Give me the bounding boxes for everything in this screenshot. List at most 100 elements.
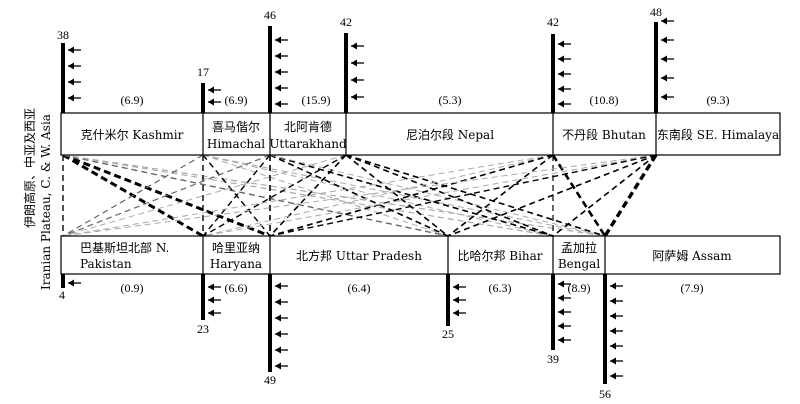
arrow-mark: [275, 346, 281, 354]
connection-line: [345, 154, 449, 237]
bottom-row-frame: [60, 235, 781, 275]
count-bars: [61, 17, 674, 384]
count-se-himalaya: 48: [650, 5, 662, 19]
arrow-mark: [275, 68, 281, 76]
ratio-uttar-pradesh: (6.4): [348, 281, 371, 295]
connection-line: [603, 154, 658, 237]
arrow-mark: [558, 336, 564, 344]
arrow-mark: [610, 327, 616, 335]
arrow-mark: [558, 55, 564, 63]
connection-lines: [62, 153, 658, 238]
arrow-mark: [275, 36, 281, 44]
connection-line: [202, 154, 449, 237]
arrow-mark: [208, 309, 214, 317]
region-haryana-label-en: Haryana: [210, 257, 262, 271]
ratio-se-himalaya: (9.3): [707, 93, 730, 107]
ratio-uttarakhand: (15.9): [302, 93, 331, 107]
arrow-mark: [275, 84, 281, 92]
connection-line: [269, 154, 554, 237]
region-uttar-pradesh-label: 北方邦 Uttar Pradesh: [296, 248, 422, 263]
connection-line: [62, 154, 606, 237]
connection-line: [269, 154, 657, 237]
connection-line: [202, 154, 347, 237]
connection-line: [269, 154, 449, 237]
connection-line: [62, 154, 554, 237]
ratio-haryana: (6.6): [225, 281, 248, 295]
connection-line: [345, 154, 606, 237]
arrow-mark: [275, 314, 281, 322]
arrow-mark: [610, 282, 616, 290]
connection-line: [62, 154, 347, 237]
side-label-english: Iranian Plateau, C. & W. Asia: [39, 114, 53, 290]
arrow-mark: [208, 283, 214, 291]
arrow-mark: [610, 342, 616, 350]
region-bihar-label: 比哈尔邦 Bihar: [457, 248, 542, 263]
arrow-mark: [558, 280, 564, 288]
arrow-mark: [275, 52, 281, 60]
arrow-mark: [558, 322, 564, 330]
arrow-mark: [661, 17, 667, 25]
arrow-mark: [453, 296, 459, 304]
region-bhutan-label: 不丹段 Bhutan: [562, 127, 646, 142]
connection-line: [202, 154, 657, 237]
arrow-mark: [558, 308, 564, 316]
ratio-himachal: (6.9): [225, 93, 248, 107]
connection-line: [62, 154, 271, 237]
arrow-mark: [68, 279, 74, 287]
arrow-mark: [558, 294, 564, 302]
region-nepal-label: 尼泊尔段 Nepal: [406, 127, 494, 142]
count-uttar-pradesh: 49: [264, 373, 276, 387]
arrow-mark: [351, 59, 357, 67]
arrow-mark: [68, 78, 74, 86]
count-uttarakhand: 46: [264, 8, 276, 22]
connection-line: [447, 154, 657, 237]
arrow-mark: [453, 309, 459, 317]
arrow-mark: [68, 94, 74, 102]
connection-line: [447, 154, 554, 237]
bottom-region-row: 巴基斯坦北部 N. Pakistan 哈里亚纳 Haryana 北方邦 Utta…: [60, 235, 781, 275]
region-assam-label: 阿萨姆 Assam: [652, 249, 732, 263]
count-haryana: 23: [197, 322, 209, 336]
arrow-mark: [610, 297, 616, 305]
region-n-pakistan-label-line2: Pakistan: [80, 257, 132, 271]
arrow-mark: [351, 42, 357, 50]
arrow-mark: [275, 100, 281, 108]
ratio-bhutan: (10.8): [590, 93, 619, 107]
connection-line: [345, 154, 554, 237]
arrow-mark: [610, 357, 616, 365]
count-himachal: 17: [197, 65, 209, 79]
arrow-mark: [68, 46, 74, 54]
region-bengal-label-en: Bengal: [558, 257, 600, 271]
count-nepal: 42: [340, 15, 352, 29]
connection-line: [551, 154, 607, 237]
region-bengal-label-cn: 孟加拉: [561, 240, 597, 255]
arrow-mark: [351, 93, 357, 101]
connection-line: [269, 154, 347, 237]
region-haryana-label-cn: 哈里亚纳: [212, 241, 260, 255]
region-se-himalaya-label: 东南段 SE. Himalaya: [657, 127, 779, 142]
ratio-assam: (7.9): [681, 281, 704, 295]
connection-line: [269, 154, 554, 237]
arrow-mark: [558, 40, 564, 48]
arrow-mark: [661, 74, 667, 82]
arrow-mark: [661, 55, 667, 63]
arrow-mark: [558, 100, 564, 108]
region-himachal-label-cn: 喜马偕尔: [212, 119, 260, 134]
arrow-mark: [610, 372, 616, 380]
arrow-mark: [208, 296, 214, 304]
side-label: 伊朗高原、中亚及西亚 Iranian Plateau, C. & W. Asia: [22, 108, 53, 290]
count-bhutan: 42: [547, 15, 559, 29]
connection-line: [202, 154, 606, 237]
arrow-mark: [208, 98, 214, 106]
region-himachal-label-en: Himachal: [207, 137, 265, 151]
connection-line: [552, 154, 657, 237]
connection-line: [269, 154, 606, 237]
top-region-row: 克什米尔 Kashmir 喜马偕尔 Himachal 北阿肯德 Uttarakh…: [60, 112, 781, 156]
arrow-mark: [351, 76, 357, 84]
arrow-mark: [558, 70, 564, 78]
arrow-mark: [610, 312, 616, 320]
arrow-mark: [558, 85, 564, 93]
arrow-mark: [661, 36, 667, 44]
region-kashmir-label: 克什米尔 Kashmir: [81, 127, 184, 142]
arrow-mark: [68, 62, 74, 70]
